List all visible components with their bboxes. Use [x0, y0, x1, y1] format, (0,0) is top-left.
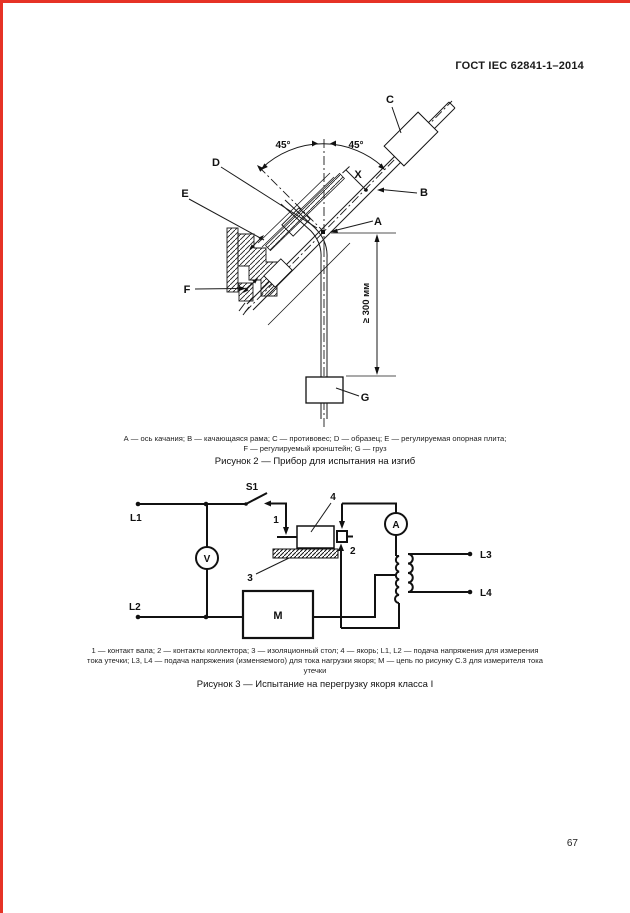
wire-L3: L3: [408, 550, 492, 561]
figure2-caption: А — ось качания; В — качающаяся рама; С …: [40, 434, 590, 454]
ammeter-label: A: [392, 520, 399, 531]
figure3-caption: 1 — контакт вала; 2 — контакты коллектор…: [40, 646, 590, 676]
shaft-contact-label: 1: [273, 515, 279, 526]
ammeter-branch: A: [342, 502, 408, 556]
callout-F: F: [184, 284, 246, 296]
page-header-standard-number: ГОСТ IEC 62841-1–2014: [455, 60, 584, 72]
scan-border-top: [0, 0, 630, 3]
transformer: [341, 553, 414, 629]
table-label: 3: [247, 573, 253, 584]
counterweight: [383, 111, 439, 167]
dimension-x: X: [342, 166, 368, 192]
callout-E: E: [181, 188, 265, 241]
figure3-caption-line3: утечки: [303, 666, 327, 675]
switch-S1: S1: [244, 482, 271, 507]
svg-text:F: F: [184, 284, 191, 296]
x-label: X: [354, 169, 362, 181]
page-number: 67: [566, 838, 578, 849]
svg-text:D: D: [212, 157, 220, 169]
weight: [305, 376, 344, 419]
adjustment-arrow-2: [243, 278, 258, 293]
wire-L4: L4: [408, 588, 492, 599]
svg-text:A: A: [374, 216, 382, 228]
center-tap-wire: [313, 574, 396, 618]
angle-left-label: 45°: [275, 140, 290, 151]
collector: [336, 530, 348, 543]
figure3-caption-line2: тока утечки; L3, L4 — подача напряжения …: [87, 656, 543, 665]
callout-G: G: [335, 387, 370, 404]
measuring-circuit-label: M: [273, 610, 282, 622]
svg-text:G: G: [361, 392, 370, 404]
figure2-caption-line2: F — регулируемый кронштейн; G — груз: [243, 444, 387, 453]
dimension-label: ≥ 300 мм: [361, 283, 372, 323]
svg-text:E: E: [181, 188, 188, 200]
pivot-axis: [321, 230, 325, 234]
adjustment-arrow-1: [249, 235, 264, 250]
switch-S1-label: S1: [246, 482, 259, 493]
wire-L2: L2: [129, 602, 243, 620]
clamp-assembly: [226, 172, 345, 302]
figure2-caption-line1: А — ось качания; В — качающаяся рама; С …: [123, 434, 507, 443]
angle-right-label: 45°: [348, 140, 363, 151]
wire-to-shaft-contact: 1: [271, 502, 289, 535]
terminal-L3-label: L3: [480, 550, 492, 561]
wire-L1: L1: [130, 501, 246, 524]
insulating-table: [272, 548, 339, 559]
scan-border-left: [0, 0, 3, 913]
terminal-L4-label: L4: [480, 588, 492, 599]
voltmeter-branch: V: [195, 504, 219, 617]
svg-text:C: C: [386, 94, 394, 106]
callout-D: D: [212, 157, 318, 229]
figure2-title: Рисунок 2 — Прибор для испытания на изги…: [214, 456, 416, 467]
callout-B: B: [377, 187, 428, 199]
armature-body: [296, 525, 335, 549]
terminal-L1-label: L1: [130, 513, 142, 524]
measuring-circuit-M: M: [241, 574, 396, 640]
figure3-circuit-diagram: L1 S1 1 4 3: [129, 482, 492, 640]
figure2-bend-test-drawing: 45° 45°: [181, 94, 456, 428]
collector-contacts: 2: [338, 503, 356, 628]
figure3-title: Рисунок 3 — Испытание на перегрузку якор…: [196, 679, 434, 690]
voltmeter-label: V: [204, 554, 211, 565]
armature-label: 4: [330, 492, 336, 503]
callout-C: C: [386, 94, 402, 134]
collector-contact-label: 2: [350, 546, 356, 557]
svg-text:B: B: [420, 187, 428, 199]
callout-A: A: [330, 216, 382, 233]
terminal-L2-label: L2: [129, 602, 141, 613]
primary-bottom-wire: [341, 603, 400, 629]
dimension-300mm: ≥ 300 мм: [331, 232, 396, 377]
figure3-caption-line1: 1 — контакт вала; 2 — контакты коллектор…: [91, 646, 539, 655]
armature-assembly: 4 3: [247, 492, 353, 584]
